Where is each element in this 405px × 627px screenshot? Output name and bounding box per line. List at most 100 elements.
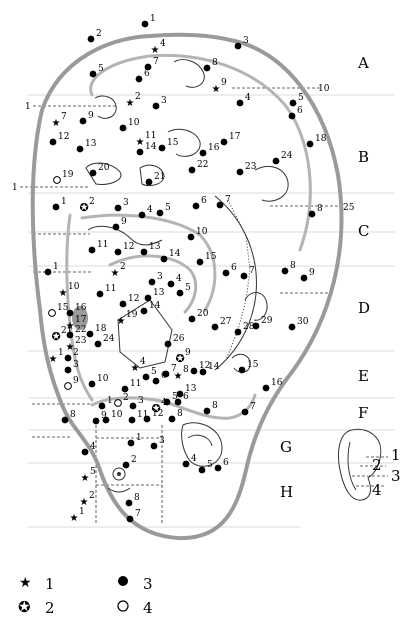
acupoint-filled-dot-marker: [262, 384, 270, 392]
line-label-1-top: 1: [25, 102, 31, 112]
acupoint-filled-dot-marker: [92, 417, 100, 425]
acupoint-star-marker: ★: [126, 98, 135, 109]
acupoint-number-label: 10: [196, 227, 208, 237]
acupoint-filled-dot-marker: [143, 415, 151, 423]
acupoint-open-dot-marker: [64, 382, 72, 390]
legend-label-star: 1: [45, 575, 55, 593]
acupoint-filled-dot-marker: [88, 380, 96, 388]
acupoint-filled-dot-marker: [238, 366, 246, 374]
zone-label-g: G: [280, 438, 292, 456]
acupoint-star-marker: ★: [70, 513, 79, 524]
acupoint-filled-dot-marker: [121, 385, 129, 393]
acupoint-number-label: 6: [231, 263, 237, 273]
acupoint-filled-dot-marker: [196, 258, 204, 266]
acupoint-number-label: 10: [128, 118, 140, 128]
acupoint-filled-dot-marker: [152, 102, 160, 110]
acupoint-filled-dot-marker: [152, 377, 160, 385]
acupoint-filled-dot-marker: [114, 248, 122, 256]
acupoint-number-label: 4: [90, 442, 96, 452]
acupoint-number-label: 7: [61, 112, 67, 122]
acupoint-number-label: 7: [225, 195, 231, 205]
line-label-10: 10: [318, 84, 330, 94]
acupoint-filled-dot-marker: [156, 209, 164, 217]
acupoint-number-label: 11: [97, 240, 108, 250]
legend-star-icon: ★: [19, 575, 32, 591]
acupoint-filled-dot-marker: [114, 204, 122, 212]
legend-label-star-outline: 2: [45, 599, 55, 617]
ear-inset-diagram: 1 2 3 4: [338, 428, 401, 501]
acupoint-filled-dot-marker: [112, 223, 120, 231]
acupoint-number-label: 2: [73, 348, 79, 358]
acupoint-filled-dot-marker: [240, 272, 248, 280]
legend-label-open-dot: 4: [143, 599, 153, 617]
acupoint-number-label: 3: [243, 36, 249, 46]
inset-label-4: 4: [372, 481, 382, 499]
acupoint-number-label: 3: [159, 436, 165, 446]
acupoint-filled-dot-marker: [135, 75, 143, 83]
acupoint-number-label: 20: [197, 309, 209, 319]
acupoint-number-label: 24: [103, 334, 115, 344]
acupoint-number-label: 2: [120, 262, 126, 272]
acupoint-star-marker: ★: [59, 288, 68, 299]
acupoint-number-label: 22: [75, 325, 86, 335]
acupoint-star-marker: ★: [52, 118, 61, 129]
acupoint-filled-dot-marker: [81, 448, 89, 456]
acupoint-number-label: 8: [183, 365, 189, 375]
acupoint-star-outline-marker: ✪: [176, 352, 185, 365]
acupoint-star-outline-marker: ✪: [152, 402, 161, 415]
acupoint-number-label: 14: [169, 249, 181, 259]
acupoint-number-label: 9: [185, 348, 191, 358]
acupoint-number-label: 7: [171, 364, 177, 374]
acupoint-filled-dot-marker: [211, 323, 219, 331]
acupoint-star-marker: ★: [66, 342, 75, 353]
acupoint-number-label: 9: [309, 268, 315, 278]
acupoint-filled-dot-marker: [158, 144, 166, 152]
acupoint-filled-dot-marker: [127, 439, 135, 447]
legend: ★ 1 3 ✪ 2 4: [18, 575, 153, 617]
acupoint-filled-dot-marker: [222, 269, 230, 277]
acupoint-filled-dot-marker: [188, 166, 196, 174]
acupoint-filled-dot-marker: [88, 246, 96, 254]
acupoint-number-label: 7: [249, 266, 255, 276]
acupoint-filled-dot-marker: [64, 354, 72, 362]
acupoint-filled-dot-marker: [162, 370, 170, 378]
acupoint-filled-dot-marker: [281, 267, 289, 275]
acupoint-filled-dot-marker: [64, 366, 72, 374]
zone-label-d: D: [358, 299, 370, 317]
legend-star-outline-icon: ✪: [18, 598, 31, 616]
acupoint-number-label: 12: [152, 409, 163, 419]
acupoint-filled-dot-marker: [61, 416, 69, 424]
acupoint-number-label: 3: [123, 198, 129, 208]
acupoint-number-label: 8: [134, 493, 140, 503]
acupoint-star-marker: ★: [49, 354, 58, 365]
acupoint-filled-dot-marker: [176, 390, 184, 398]
acupoint-number-label: 5: [172, 392, 178, 402]
acupoint-filled-dot-marker: [44, 268, 52, 276]
acupoint-filled-dot-marker: [252, 322, 260, 330]
acupoint-star-marker: ★: [81, 473, 90, 484]
acupoint-filled-dot-marker: [94, 340, 102, 348]
acupoint-number-label: 14: [145, 142, 157, 152]
acupoint-star-outline-marker: ✪: [52, 330, 61, 343]
acupoint-number-label: 2: [89, 491, 95, 501]
acupoint-number-label: 12: [123, 242, 134, 252]
acupoint-number-label: 4: [245, 93, 251, 103]
acupoint-filled-dot-marker: [241, 408, 249, 416]
acupoint-filled-dot-marker: [79, 117, 87, 125]
line-label-1-mid: 1: [12, 183, 18, 193]
acupoint-number-label: 14: [208, 362, 220, 372]
acupoint-filled-dot-marker: [203, 407, 211, 415]
acupoint-number-label: 6: [144, 69, 150, 79]
acupoint-filled-dot-marker: [203, 64, 211, 72]
acupoint-number-label: 8: [177, 409, 183, 419]
acupoint-filled-dot-marker: [138, 211, 146, 219]
acupoint-number-label: 8: [70, 410, 76, 420]
acupoint-filled-dot-marker: [220, 138, 228, 146]
acupoint-number-label: 17: [75, 315, 87, 325]
acupoint-number-label: 9: [101, 411, 107, 421]
legend-label-filled-dot: 3: [143, 575, 153, 593]
acupoint-filled-dot-marker: [141, 20, 149, 28]
acupoint-filled-dot-marker: [300, 274, 308, 282]
acupoint-star-marker: ★: [117, 316, 126, 327]
acupoint-number-label: 8: [317, 204, 323, 214]
